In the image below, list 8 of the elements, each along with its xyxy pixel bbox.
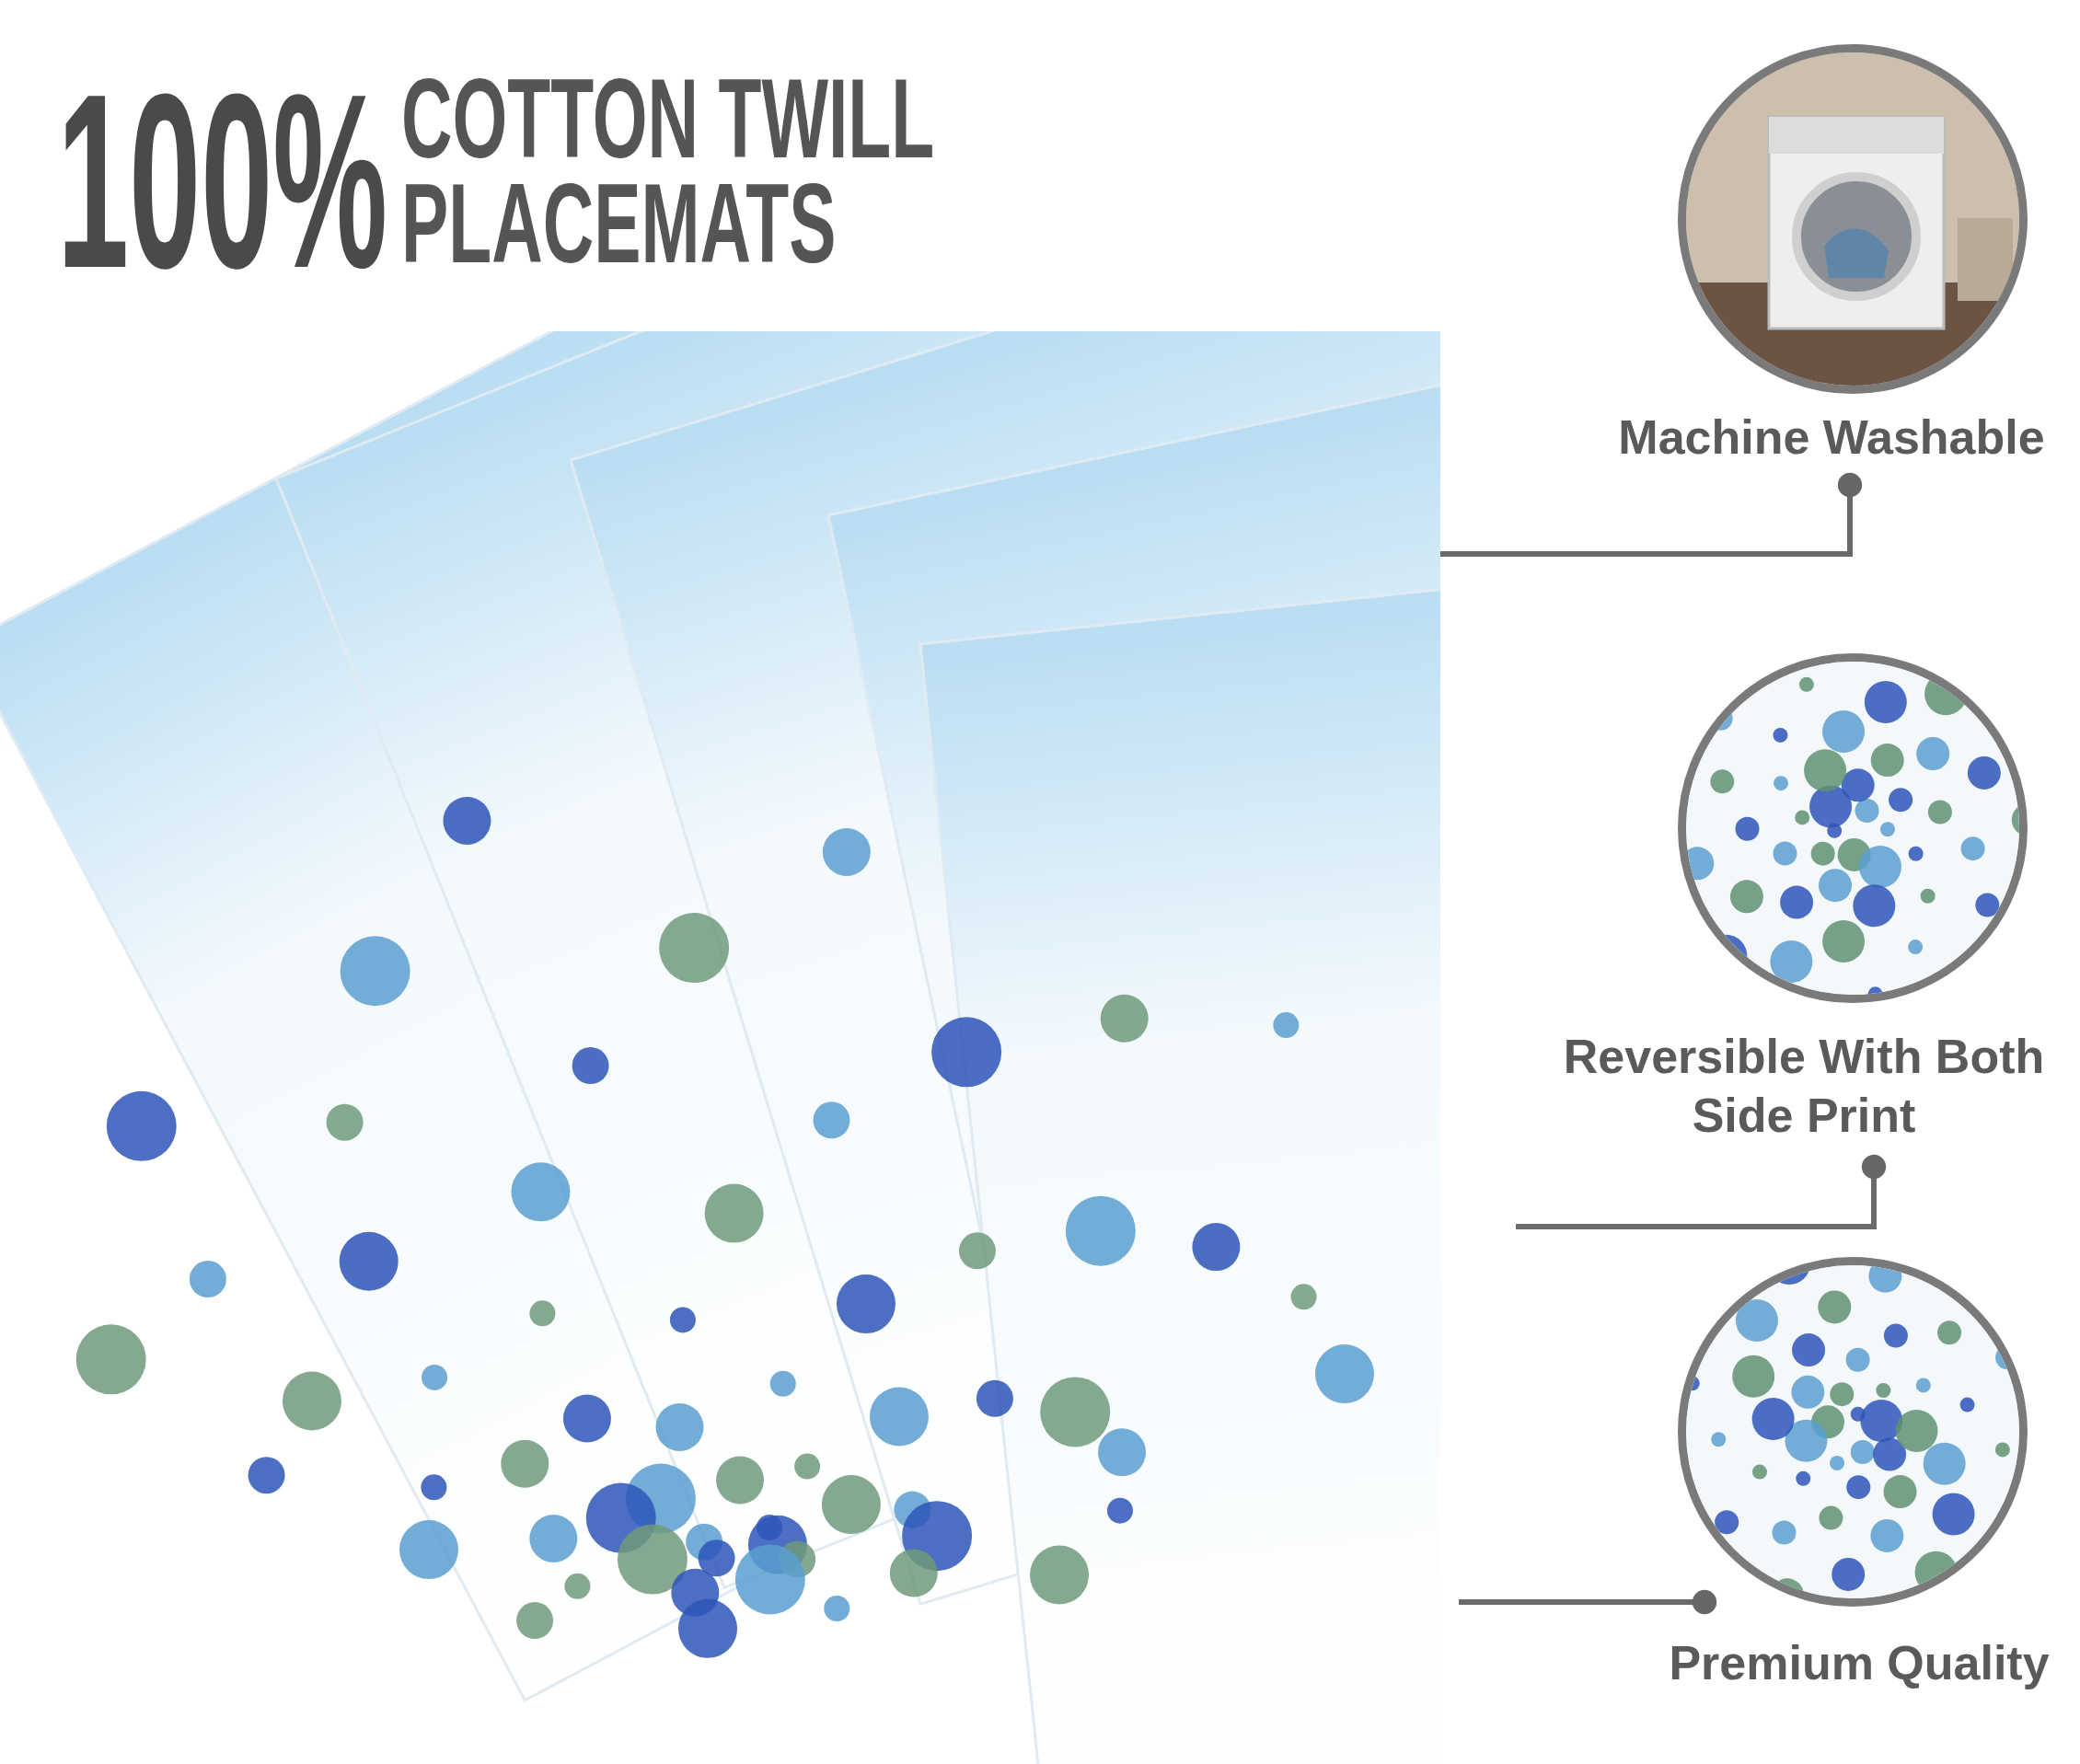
title-text: COTTON TWILL PLACEMATS [401,66,934,276]
leader-line [1459,1589,1717,1615]
feature-label: Premium Quality [1669,1635,2050,1691]
feature-label: Machine Washable [1618,409,2045,466]
title: 100% [57,57,388,306]
leader-line [1516,1154,1887,1229]
feature-label: Reversible With Both Side Print [1562,1029,2046,1144]
leader-line [1440,472,1863,557]
